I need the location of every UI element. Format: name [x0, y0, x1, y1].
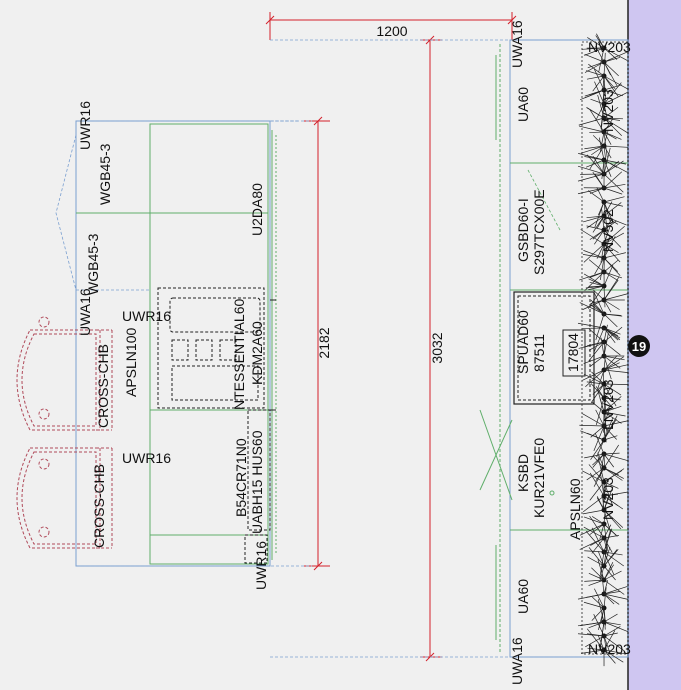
- label-ntessential60: NTESSENTIAL60: [231, 299, 247, 410]
- label-s297: S297TCX00E: [531, 189, 547, 275]
- plant-label-c: LNV203: [600, 379, 616, 430]
- label-uwr16-bottom: UWR16: [253, 541, 269, 590]
- label-spuad60: SPUAD60: [515, 310, 531, 374]
- label-uabh15-hus60: UABH15 HUS60: [249, 430, 265, 534]
- item-number-badge-label: 19: [632, 339, 646, 354]
- dimension-right-label: 3032: [429, 332, 445, 363]
- label-uwa16-top: UWA16: [509, 20, 525, 68]
- label-uwa16-bottom: UWA16: [509, 637, 525, 685]
- dimension-top: [265, 12, 517, 40]
- label-b54cr71n0: B54CR71N0: [233, 438, 249, 517]
- dimension-top-label: 1200: [376, 23, 407, 39]
- label-ksbd: KSBD: [515, 454, 531, 492]
- label-ua60-top: UA60: [515, 87, 531, 122]
- label-ua60-bottom: UA60: [515, 579, 531, 614]
- chair-bottom: [16, 447, 113, 549]
- left-run-outline: [55, 120, 312, 567]
- plant-strip: [577, 33, 629, 667]
- label-wgb45-top: WGB45-3: [97, 143, 113, 205]
- plant-label-b: NV502: [600, 209, 616, 252]
- label-uwr16-top: UWR16: [77, 101, 93, 150]
- label-cross-chb-1: CROSS-CHB: [95, 344, 111, 428]
- plant-label-d: NV203: [600, 477, 616, 520]
- label-apsln60: APSLN60: [567, 478, 583, 540]
- label-kdm2a60: KDM2A60: [249, 321, 265, 385]
- label-cross-chb-2: CROSS-CHB: [91, 464, 107, 548]
- label-gsbd60: GSBD60-I: [515, 198, 531, 262]
- label-87511: 87511: [531, 334, 547, 372]
- label-nv203-top: NV203: [588, 39, 631, 55]
- label-kur21vfe0: KUR21VFE0: [531, 438, 547, 518]
- label-u2da80: U2DA80: [249, 183, 265, 236]
- item-number-badge[interactable]: [628, 335, 650, 357]
- label-nv203-bottom: NV203: [588, 641, 631, 657]
- label-uwr16-low: UWR16: [122, 450, 171, 466]
- label-apsln100: APSLN100: [123, 328, 139, 397]
- chair-top: [16, 316, 113, 431]
- label-wgb45-bottom: WGB45-3: [85, 233, 101, 295]
- dimension-left-label: 2182: [316, 327, 332, 358]
- label-uwr16-mid: UWR16: [122, 308, 171, 324]
- plant-label-a: NV203: [600, 89, 616, 132]
- label-17804: 17804: [565, 333, 581, 372]
- label-uwa16: UWA16: [77, 288, 93, 336]
